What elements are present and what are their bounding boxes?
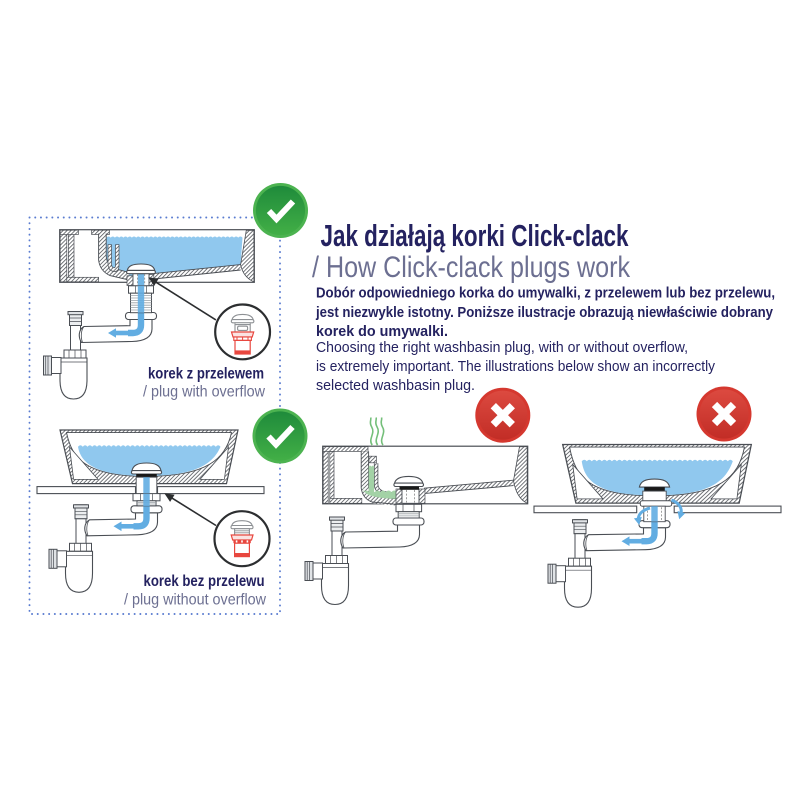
svg-text:korek bez przelewu: korek bez przelewu — [144, 573, 265, 590]
svg-text:/ plug with overflow: / plug with overflow — [143, 384, 265, 401]
svg-text:selected washbasin plug.: selected washbasin plug. — [316, 378, 475, 394]
svg-text:Choosing the right washbasin p: Choosing the right washbasin plug, with … — [316, 340, 688, 356]
svg-text:korek do umywalki.: korek do umywalki. — [316, 324, 448, 340]
svg-text:is extremely important. The il: is extremely important. The illustration… — [316, 359, 716, 375]
svg-text:Dobór odpowiedniego korka do u: Dobór odpowiedniego korka do umywalki, z… — [316, 286, 775, 302]
svg-text:jest niezwykle istotny. Poniżs: jest niezwykle istotny. Poniższe ilustra… — [315, 305, 774, 321]
svg-text:/ How Click-clack plugs work: / How Click-clack plugs work — [312, 251, 630, 284]
svg-text:korek z przelewem: korek z przelewem — [148, 366, 264, 383]
svg-text:Jak działają korki Click-clack: Jak działają korki Click-clack — [321, 218, 630, 253]
svg-text:/ plug without overflow: / plug without overflow — [124, 592, 266, 609]
